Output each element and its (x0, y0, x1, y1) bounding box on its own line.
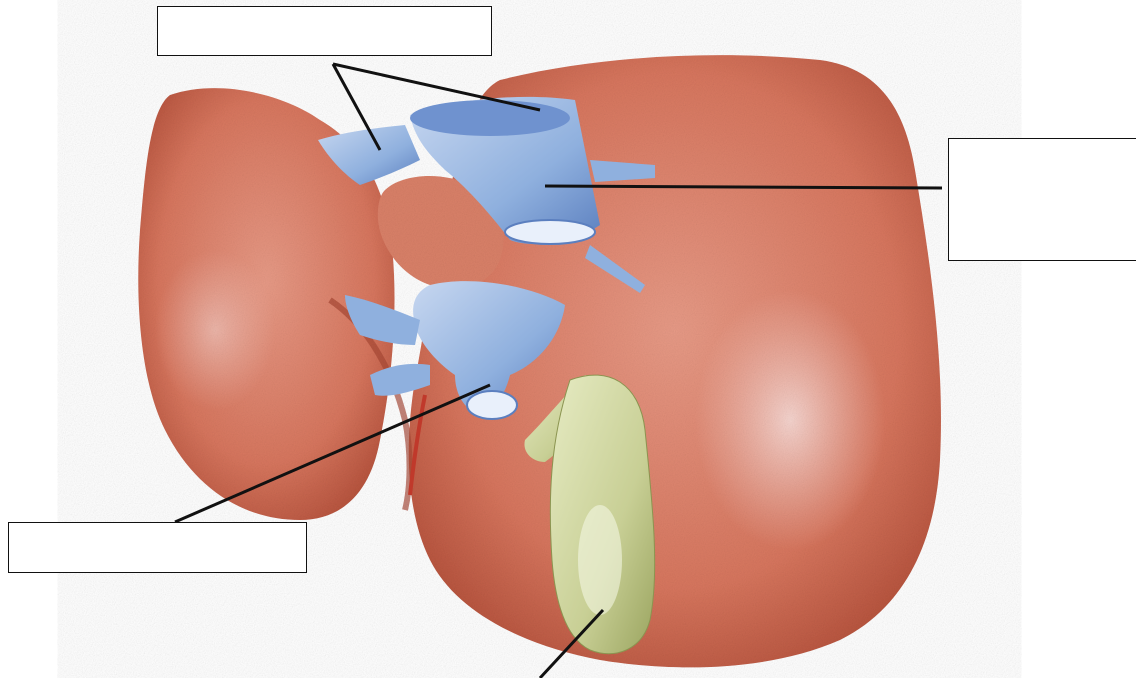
ivc-lower-opening (505, 220, 595, 244)
label-box-top[interactable] (157, 6, 492, 56)
leader-line-right (545, 186, 942, 188)
label-box-right[interactable] (948, 138, 1136, 261)
label-box-left[interactable] (8, 522, 307, 573)
liver-highlight (695, 290, 885, 550)
gallbladder-highlight (578, 505, 622, 615)
portal-vein-opening (467, 391, 517, 419)
liver-highlight (155, 250, 275, 410)
ivc-upper-opening (410, 100, 570, 136)
